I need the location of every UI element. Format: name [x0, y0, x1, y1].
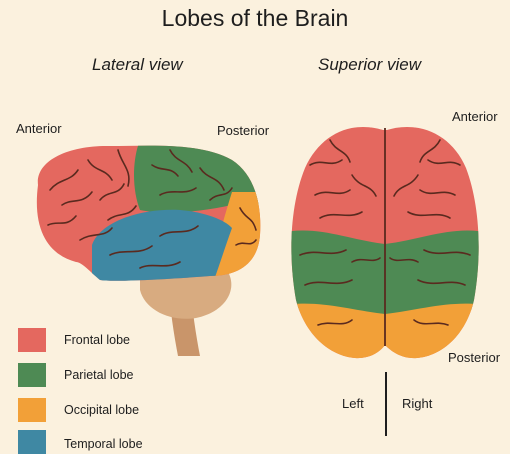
legend-swatch-occipital	[18, 398, 46, 422]
lateral-brain	[30, 140, 270, 356]
legend-label-occipital: Occipital lobe	[64, 403, 139, 417]
legend-label-frontal: Frontal lobe	[64, 333, 130, 347]
superior-brain	[285, 115, 485, 365]
legend-label-temporal: Temporal lobe	[64, 437, 143, 451]
legend-swatch-temporal	[18, 430, 46, 454]
legend-label-parietal: Parietal lobe	[64, 368, 134, 382]
legend-swatch-frontal	[18, 328, 46, 352]
legend-swatch-parietal	[18, 363, 46, 387]
